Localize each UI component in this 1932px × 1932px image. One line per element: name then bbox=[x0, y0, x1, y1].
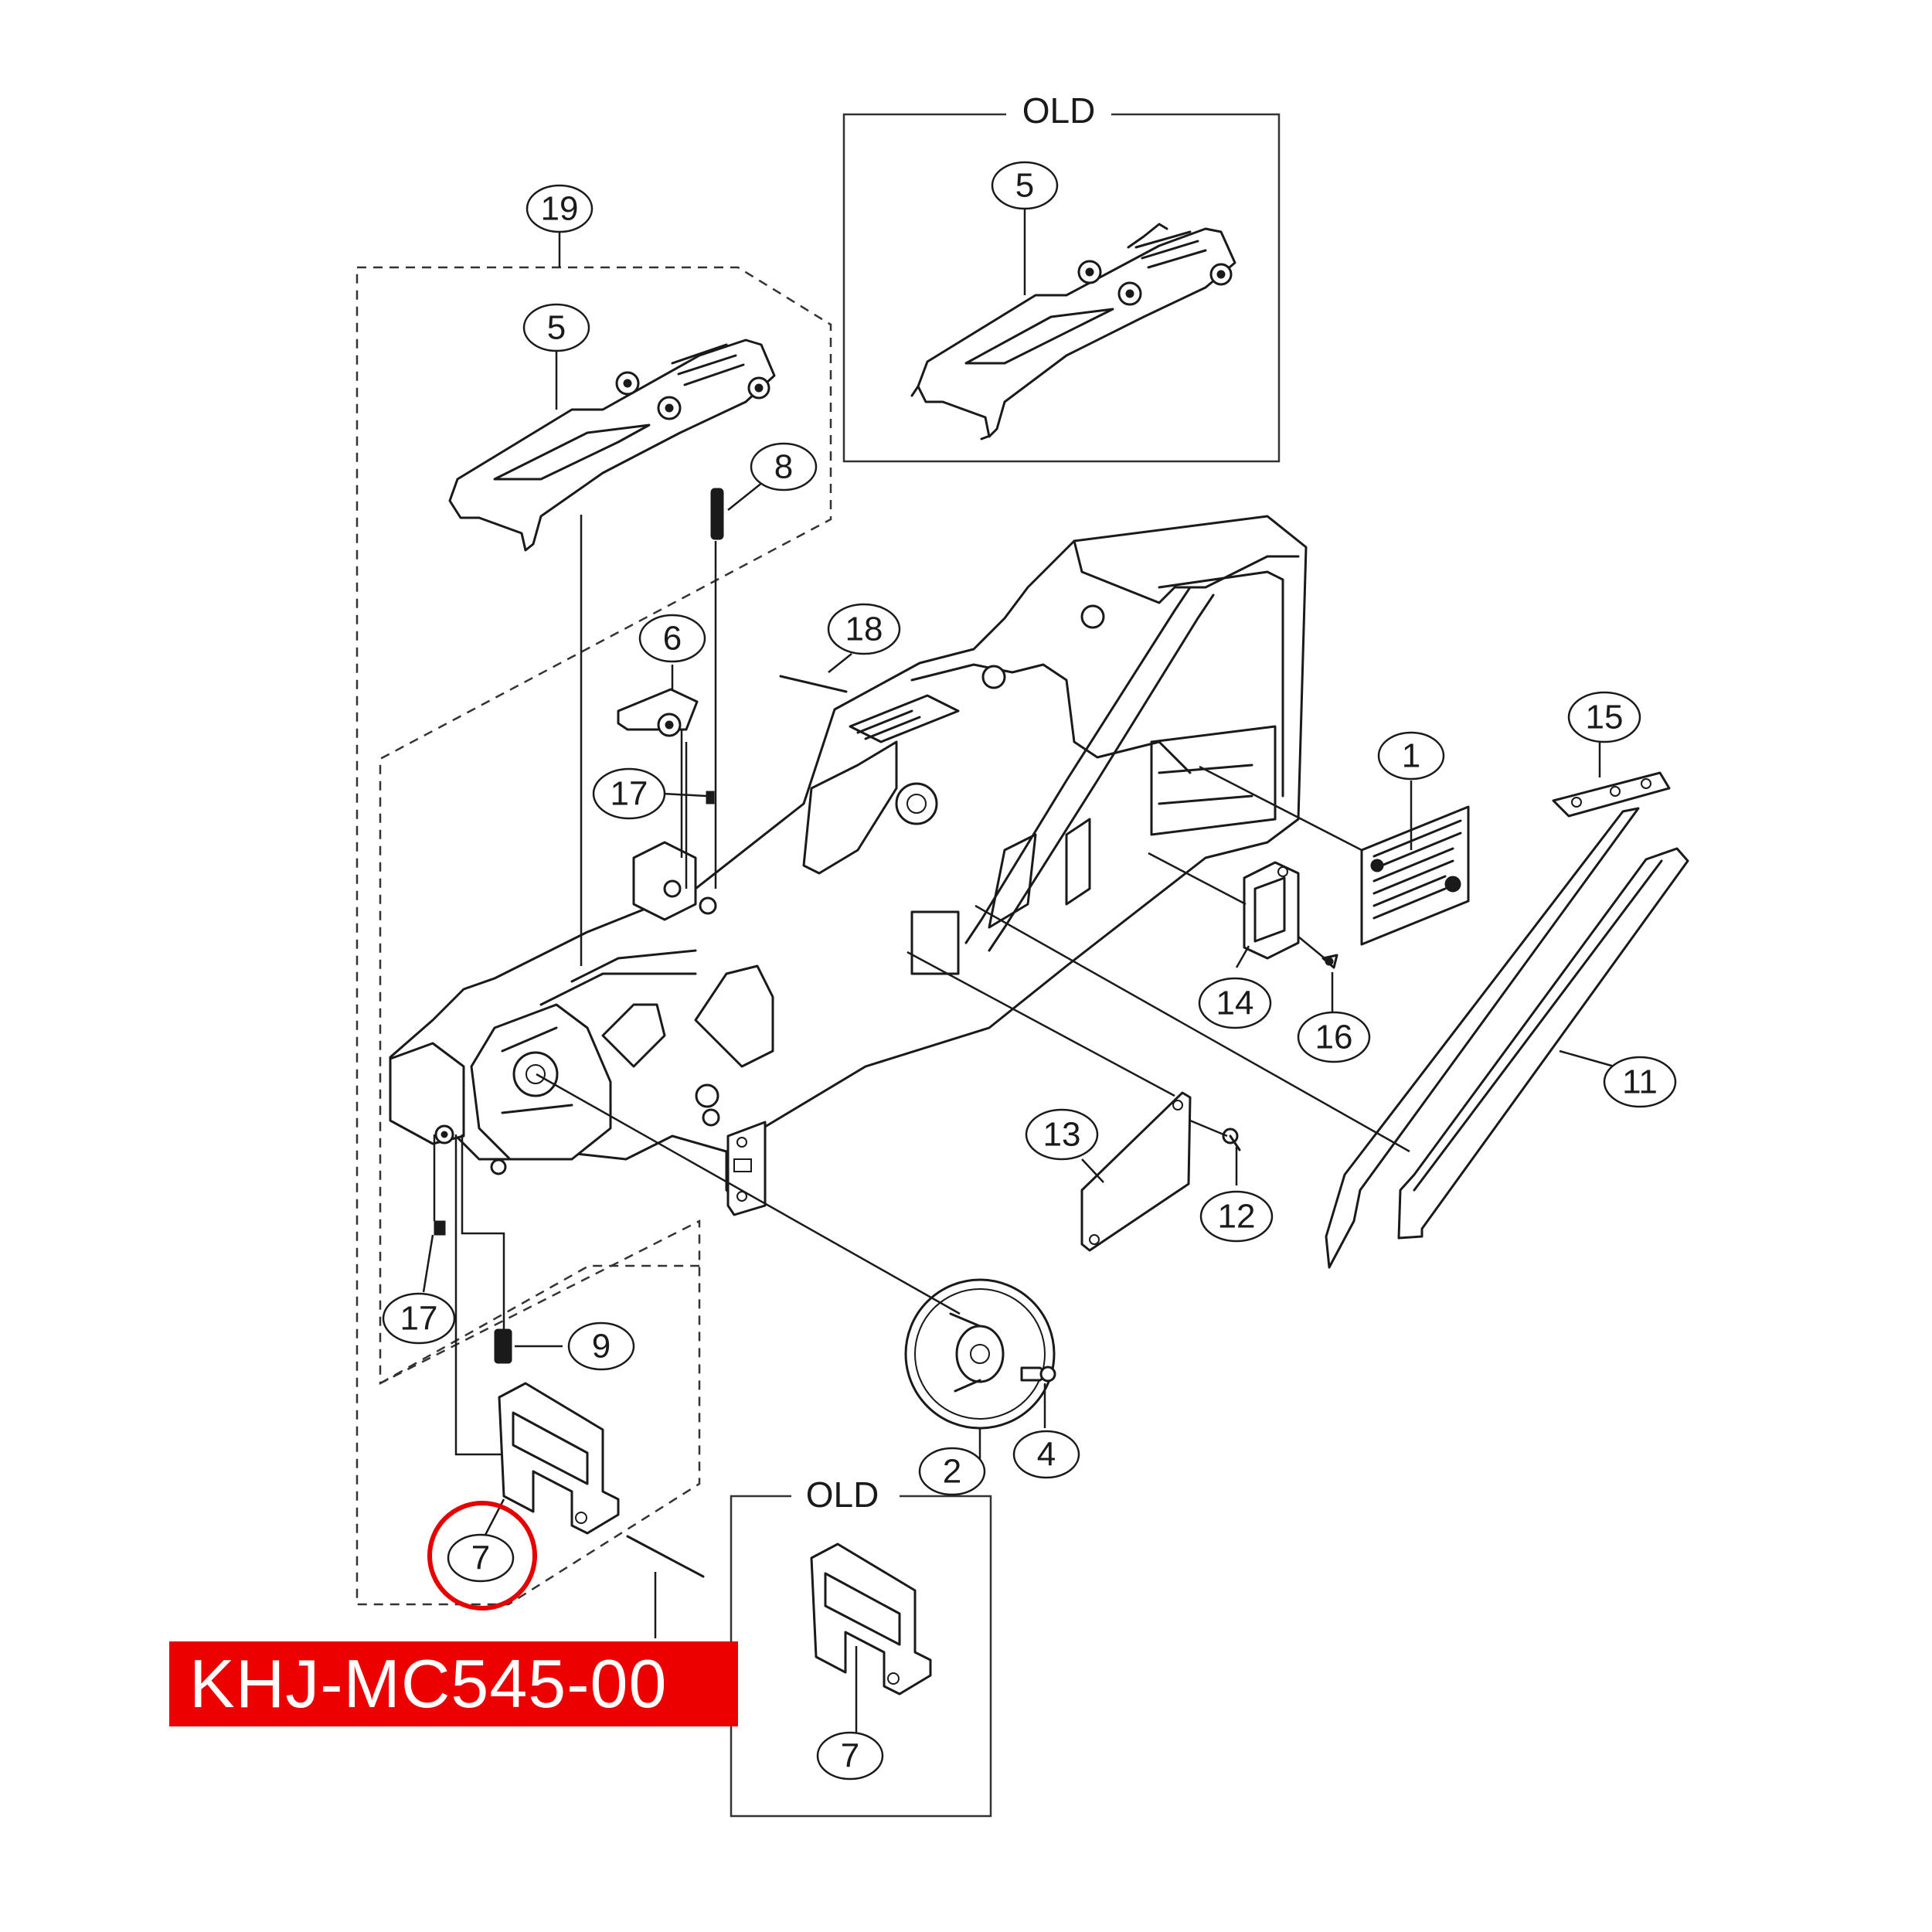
callout-5-old: 5 bbox=[991, 161, 1059, 210]
old-box-bottom: OLD bbox=[730, 1475, 992, 1818]
screw-part-4 bbox=[1020, 1366, 1056, 1383]
callout-2: 2 bbox=[918, 1447, 986, 1496]
callout-12: 12 bbox=[1199, 1190, 1274, 1243]
leader-lines bbox=[422, 209, 1631, 1734]
callout-11: 11 bbox=[1603, 1056, 1677, 1108]
svg-text:5: 5 bbox=[547, 309, 566, 347]
svg-text:1: 1 bbox=[1402, 737, 1420, 775]
block-part-14 bbox=[1243, 861, 1300, 960]
old-box-top: OLD bbox=[842, 90, 1281, 463]
screw-part-16 bbox=[1321, 954, 1338, 969]
callout-7: 7 bbox=[447, 1533, 515, 1583]
callout-13: 13 bbox=[1025, 1108, 1099, 1161]
svg-text:13: 13 bbox=[1043, 1116, 1081, 1154]
sprocket-part-2 bbox=[904, 1278, 1056, 1430]
svg-text:4: 4 bbox=[1037, 1436, 1056, 1474]
svg-text:2: 2 bbox=[943, 1453, 961, 1491]
old-label-bottom: OLD bbox=[806, 1475, 879, 1515]
top-cover-part-5 bbox=[448, 338, 776, 552]
svg-text:17: 17 bbox=[400, 1300, 438, 1338]
rail-part-15 bbox=[1325, 771, 1671, 1269]
svg-text:19: 19 bbox=[541, 190, 579, 228]
set-screw-part-17 bbox=[434, 791, 715, 1236]
pin-part-8 bbox=[710, 488, 724, 540]
old-label-top: OLD bbox=[1022, 90, 1096, 131]
label-plate-part-1 bbox=[1360, 805, 1470, 946]
svg-text:18: 18 bbox=[845, 611, 883, 648]
spring-part-9 bbox=[494, 1328, 512, 1364]
svg-text:6: 6 bbox=[663, 620, 682, 658]
guide-part-6 bbox=[617, 688, 699, 737]
callout-17a: 17 bbox=[592, 767, 666, 820]
old-top-cover-part bbox=[910, 223, 1236, 440]
callout-1: 1 bbox=[1377, 731, 1445, 781]
cover-plate-part-13 bbox=[1080, 1091, 1192, 1252]
screw-part-12 bbox=[1222, 1128, 1241, 1151]
svg-text:11: 11 bbox=[1622, 1063, 1658, 1101]
svg-text:15: 15 bbox=[1586, 699, 1624, 736]
callout-6: 6 bbox=[638, 614, 706, 663]
svg-text:14: 14 bbox=[1216, 985, 1254, 1022]
rod-part-18 bbox=[779, 675, 848, 693]
svg-text:9: 9 bbox=[592, 1328, 611, 1366]
callout-7-old: 7 bbox=[816, 1731, 884, 1781]
callout-15: 15 bbox=[1567, 691, 1641, 743]
callout-5: 5 bbox=[522, 303, 590, 352]
svg-text:5: 5 bbox=[1015, 167, 1034, 205]
part-number-banner: KHJ-MC545-00 bbox=[169, 1641, 738, 1726]
svg-text:8: 8 bbox=[774, 448, 793, 486]
callout-4: 4 bbox=[1012, 1430, 1080, 1479]
callout-18: 18 bbox=[827, 603, 901, 655]
old-bracket-part-7 bbox=[810, 1543, 932, 1696]
callout-14: 14 bbox=[1198, 977, 1272, 1029]
svg-text:17: 17 bbox=[611, 775, 648, 813]
pin-near-part-7 bbox=[626, 1535, 705, 1578]
callout-8: 8 bbox=[750, 442, 818, 492]
svg-text:7: 7 bbox=[841, 1737, 859, 1775]
rail-part-11 bbox=[1397, 847, 1689, 1240]
svg-text:12: 12 bbox=[1218, 1198, 1256, 1236]
svg-text:16: 16 bbox=[1315, 1019, 1353, 1056]
callout-16: 16 bbox=[1297, 1011, 1371, 1063]
callout-17b: 17 bbox=[382, 1292, 456, 1345]
callout-19: 19 bbox=[526, 184, 594, 233]
bracket-part-7 bbox=[498, 1382, 620, 1535]
svg-text:7: 7 bbox=[471, 1539, 490, 1577]
feeder-main-body bbox=[389, 515, 1308, 1216]
callout-9: 9 bbox=[567, 1321, 635, 1371]
highlight-ring-part-7 bbox=[427, 1501, 537, 1611]
